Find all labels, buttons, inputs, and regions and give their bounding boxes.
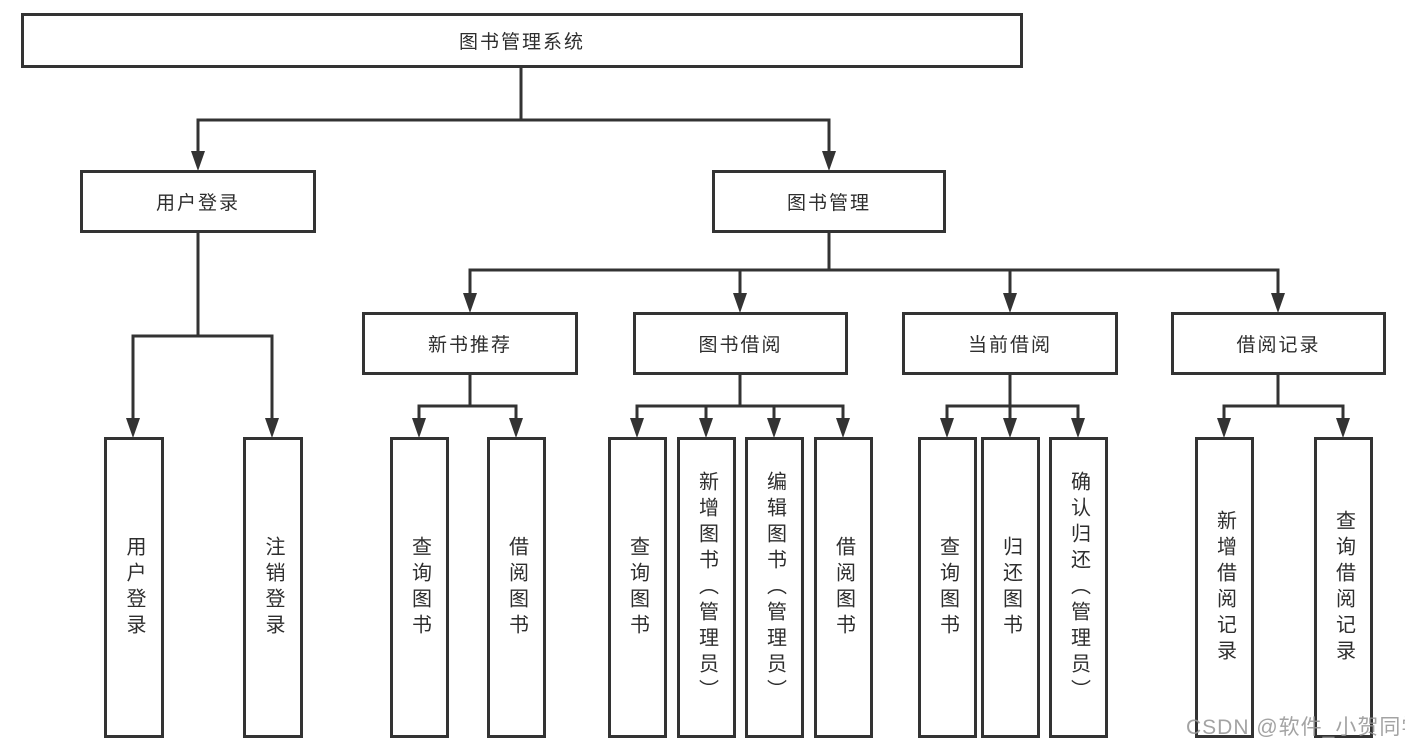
watermark: CSDN @软件_小贺同学 [1186,716,1405,739]
leaf-add-borrow-record: 新增借阅记录 [1195,437,1254,738]
leaf-return-book: 归还图书 [981,437,1040,738]
node-current-borrow: 当前借阅 [902,312,1118,375]
node-borrow-records: 借阅记录 [1171,312,1386,375]
leaf-user-login: 用户登录 [104,437,164,738]
leaf-logout: 注销登录 [243,437,303,738]
leaf-add-book-admin: 新增图书（管理员） [677,437,736,738]
arrowheads [126,151,1350,438]
node-user-login: 用户登录 [80,170,316,233]
leaf-recommend-borrow-book: 借阅图书 [487,437,546,738]
leaf-recommend-query-book: 查询图书 [390,437,449,738]
leaf-current-query-book: 查询图书 [918,437,977,738]
node-root: 图书管理系统 [21,13,1023,68]
leaf-confirm-return-admin: 确认归还（管理员） [1049,437,1108,738]
leaf-query-borrow-record: 查询借阅记录 [1314,437,1373,738]
leaf-borrow-book: 借阅图书 [814,437,873,738]
leaf-edit-book-admin: 编辑图书（管理员） [745,437,804,738]
node-new-book-recommend: 新书推荐 [362,312,578,375]
node-book-management: 图书管理 [712,170,946,233]
node-book-borrow: 图书借阅 [633,312,848,375]
leaf-borrow-query-book: 查询图书 [608,437,667,738]
